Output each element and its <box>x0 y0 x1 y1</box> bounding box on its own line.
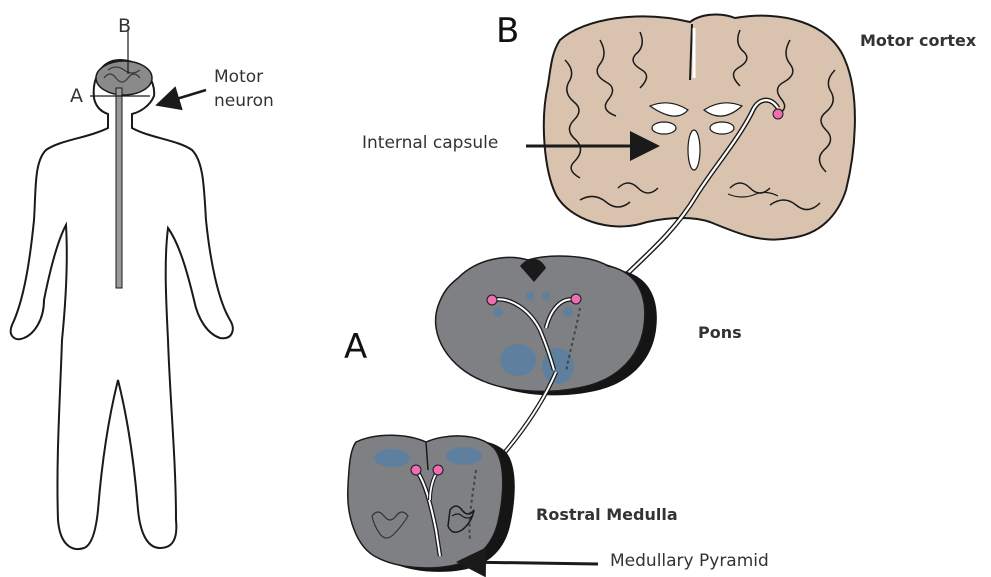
pons-label: Pons <box>698 324 742 342</box>
body-spinal-cord <box>116 88 122 288</box>
cortex-neuron-dot <box>773 109 783 119</box>
medullary-pyramid-label: Medullary Pyramid <box>610 552 769 572</box>
internal-capsule-label: Internal capsule <box>362 134 498 154</box>
panel-label-a: A <box>344 328 367 367</box>
motor-cortex-label: Motor cortex <box>860 32 976 50</box>
motor-neuron-arrow <box>160 90 206 104</box>
coronal-brain-section <box>544 15 855 240</box>
rostral-medulla-label: Rostral Medulla <box>536 506 678 524</box>
body-label-a: A <box>70 86 83 108</box>
panel-label-b: B <box>496 12 519 51</box>
body-label-b: B <box>118 16 131 38</box>
motor-neuron-label-line2: neuron <box>214 92 274 112</box>
medulla-section <box>348 435 515 572</box>
medullary-pyramid-arrow <box>462 562 598 564</box>
pons-section <box>436 256 657 395</box>
body-brain <box>96 61 152 95</box>
motor-neuron-label-line1: Motor <box>214 68 263 88</box>
